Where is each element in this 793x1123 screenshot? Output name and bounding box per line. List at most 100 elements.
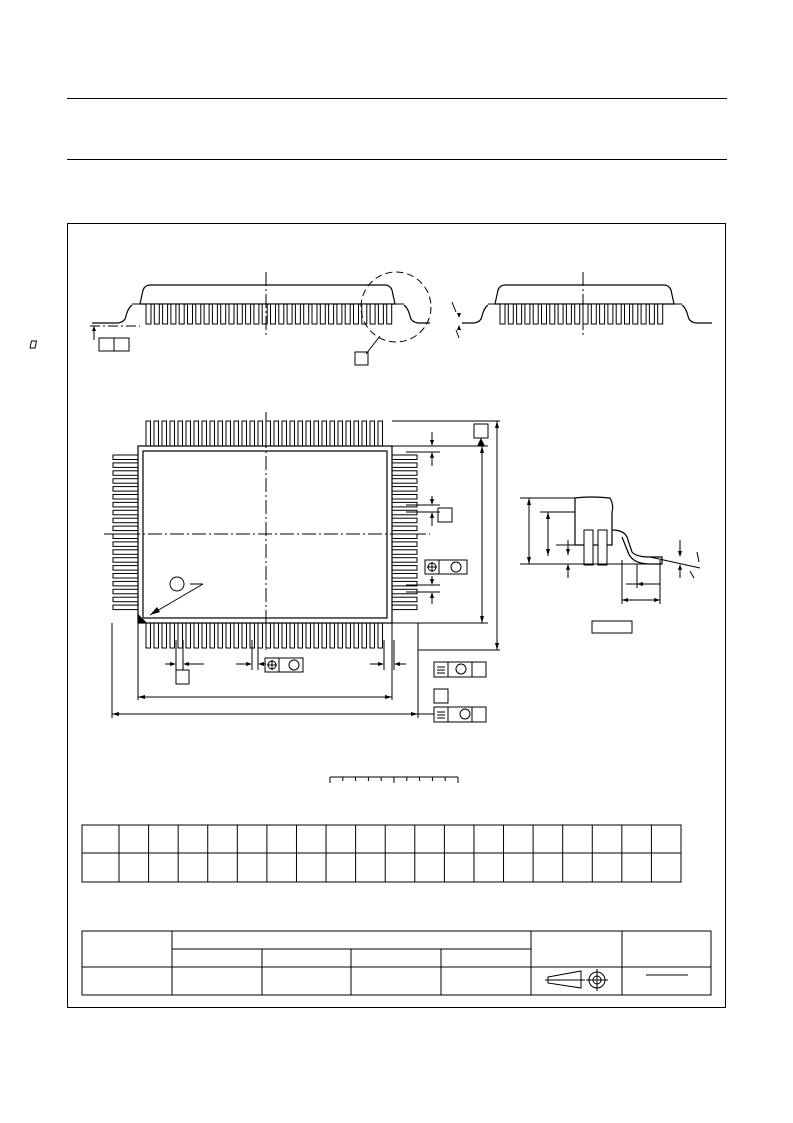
bottom-lead <box>257 622 263 649</box>
top-lead <box>225 420 231 447</box>
top-lead <box>313 420 319 447</box>
pin1-index-circle <box>169 576 185 592</box>
bottom-lead <box>297 622 303 649</box>
side-lead <box>319 303 326 325</box>
top-lead <box>305 420 311 447</box>
right-lead <box>391 478 418 484</box>
right-lead <box>391 454 418 460</box>
top-lead <box>217 420 223 447</box>
top-lead <box>209 420 215 447</box>
top-lead <box>241 420 247 447</box>
right-lead <box>391 486 418 492</box>
side-view-right <box>451 272 712 339</box>
side-lead <box>377 303 384 325</box>
side-lead <box>228 303 235 325</box>
top-lead <box>361 420 367 447</box>
side-lead <box>369 303 376 325</box>
side-lead <box>187 303 193 325</box>
bottom-lead <box>369 622 375 649</box>
side-lead <box>599 303 606 325</box>
datum-box-bottom <box>175 669 190 685</box>
top-lead <box>281 420 287 447</box>
left-lead <box>112 596 139 603</box>
side-lead <box>361 303 368 325</box>
side-lead <box>574 303 581 325</box>
side-lead <box>541 303 547 325</box>
left-lead <box>112 525 139 532</box>
side-lead <box>615 303 622 325</box>
side-lead <box>507 303 514 325</box>
left-lead <box>112 573 139 579</box>
right-lead <box>391 557 418 563</box>
top-lead <box>185 420 191 447</box>
top-lead <box>289 420 295 447</box>
detail-lead-view <box>520 496 701 634</box>
side-lead <box>657 303 664 325</box>
bottom-lead <box>233 622 239 649</box>
side-lead <box>624 303 630 325</box>
side-lead <box>648 303 655 325</box>
datum-box-mid <box>437 507 453 523</box>
side-lead <box>532 303 539 325</box>
top-lead <box>201 420 207 447</box>
dimension-table <box>81 824 682 883</box>
side-lead <box>590 303 597 325</box>
left-lead <box>112 478 139 484</box>
right-lead <box>391 604 418 611</box>
right-lead <box>391 541 418 547</box>
right-lead <box>391 509 418 516</box>
side-lead <box>328 303 335 325</box>
bottom-lead <box>305 622 311 649</box>
left-lead <box>112 470 139 476</box>
side-lead <box>162 303 169 325</box>
bottom-lead <box>177 622 183 649</box>
left-lead <box>112 533 139 539</box>
side-lead <box>245 303 252 325</box>
side-lead <box>499 303 506 325</box>
side-lead <box>582 303 589 325</box>
top-lead <box>169 420 175 447</box>
bottom-lead <box>241 622 247 649</box>
right-lead <box>391 549 418 555</box>
header-bottom-rule <box>67 159 727 160</box>
side-lead <box>195 303 202 325</box>
left-lead <box>112 565 139 571</box>
bottom-lead <box>145 622 151 649</box>
detail-ref-box <box>354 351 369 366</box>
top-lead <box>377 420 383 447</box>
plan-view <box>104 412 500 723</box>
side-lead <box>303 303 310 325</box>
datum-box-top <box>473 423 489 439</box>
side-lead <box>170 303 177 325</box>
left-lead <box>112 549 139 555</box>
top-lead <box>345 420 351 447</box>
left-lead <box>112 462 139 468</box>
side-lead <box>516 303 523 325</box>
gull-lead-left <box>92 304 133 324</box>
top-lead <box>233 420 239 447</box>
bottom-lead <box>209 622 215 649</box>
top-lead <box>153 420 159 447</box>
side-lead <box>261 303 268 325</box>
right-lead <box>391 533 418 539</box>
side-lead <box>253 303 260 325</box>
right-lead <box>391 525 418 532</box>
gull-lead-right <box>403 304 430 324</box>
bottom-lead <box>313 622 319 649</box>
bottom-lead <box>281 622 287 649</box>
side-lead <box>236 303 243 325</box>
side-lead <box>178 303 185 325</box>
projection-symbol <box>545 969 608 991</box>
top-lead <box>161 420 167 447</box>
flatness-box-right <box>433 661 487 678</box>
right-lead <box>391 494 418 500</box>
side-lead <box>565 303 572 325</box>
detail-label-box <box>591 620 633 634</box>
side-lead <box>294 303 301 325</box>
right-lead <box>391 470 418 476</box>
left-lead <box>112 454 139 460</box>
side-lead <box>640 303 647 325</box>
side-lead <box>203 303 210 325</box>
top-lead <box>337 420 343 447</box>
